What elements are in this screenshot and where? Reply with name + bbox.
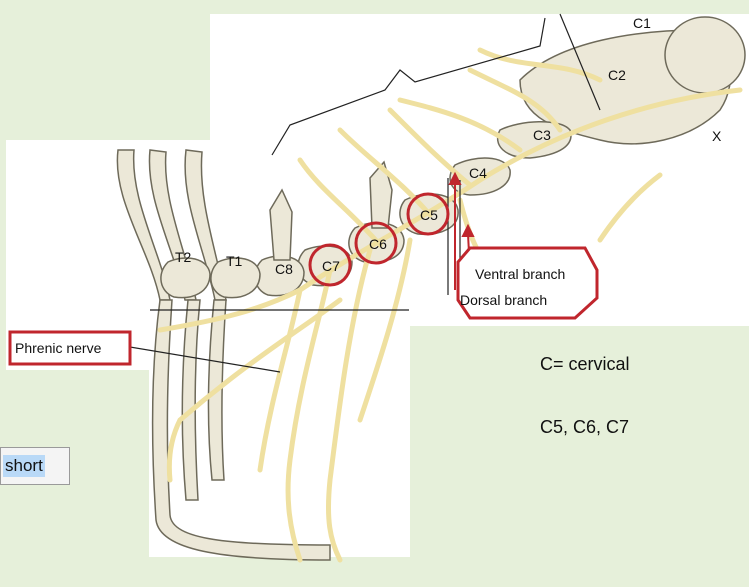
label-c5: C5: [420, 207, 438, 223]
label-c2: C2: [608, 67, 626, 83]
label-c6: C6: [369, 236, 387, 252]
note-cervical: C= cervical: [540, 354, 630, 375]
label-t2: T2: [175, 249, 192, 265]
skull-base: [665, 17, 745, 93]
short-button-label: short: [3, 455, 45, 477]
label-c8: C8: [275, 261, 293, 277]
ventral-branch-label: Ventral branch: [475, 266, 565, 282]
label-c7: C7: [322, 258, 340, 274]
label-c3: C3: [533, 127, 551, 143]
label-t1: T1: [226, 253, 243, 269]
label-c4: C4: [469, 165, 487, 181]
short-button[interactable]: short: [0, 447, 70, 485]
phrenic-nerve-label: Phrenic nerve: [15, 340, 102, 356]
label-x: X: [712, 128, 722, 144]
note-c5-c6-c7: C5, C6, C7: [540, 417, 629, 438]
dorsal-branch-label: Dorsal branch: [460, 292, 547, 308]
label-c1: C1: [633, 15, 651, 31]
